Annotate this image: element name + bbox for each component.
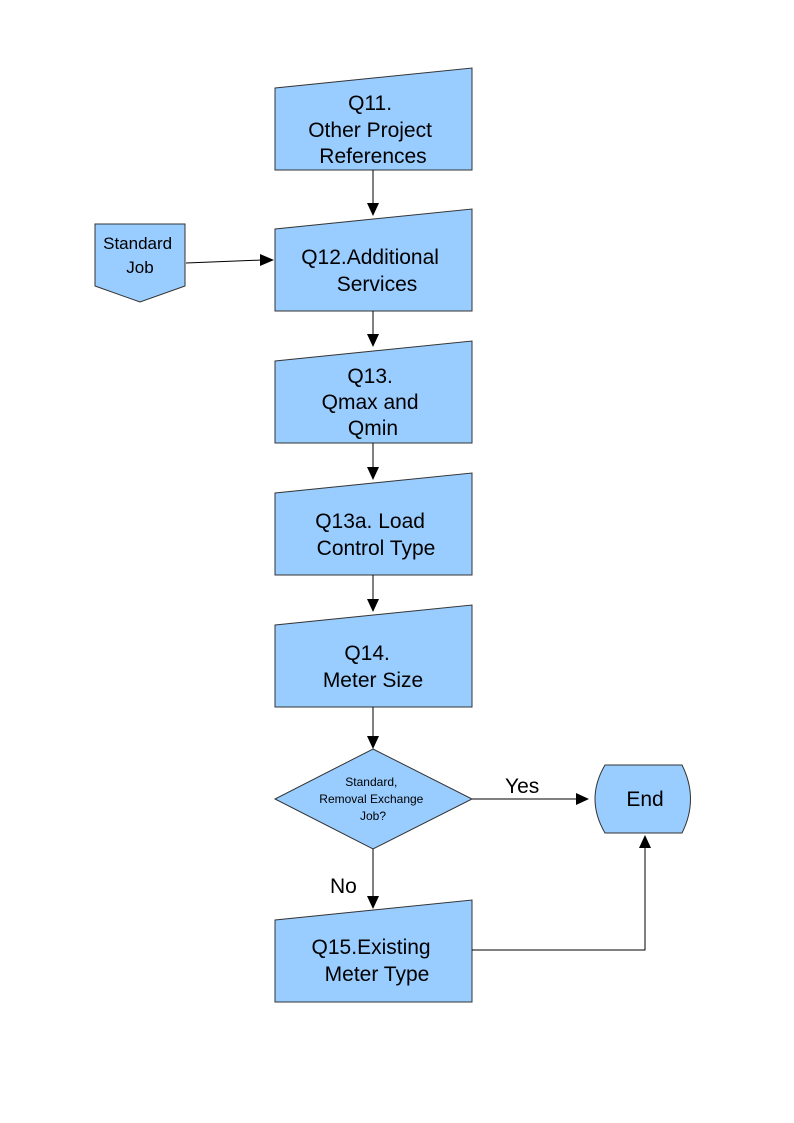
- q13a-label: Q13a. Load Control Type: [315, 510, 435, 560]
- edge-q15-end: [472, 846, 646, 951]
- arrowhead-decision: [367, 736, 379, 749]
- q13a-line-1: Q13a. Load: [315, 510, 425, 533]
- q12-line-2: Services: [337, 273, 418, 296]
- end-label: End: [626, 788, 663, 811]
- q11-line-2: Other Project: [308, 119, 432, 142]
- connectors: [185, 170, 651, 951]
- q14-shape: [274, 604, 473, 708]
- q15-line-2: Meter Type: [325, 963, 430, 986]
- node-q14: Q14. Meter Size: [274, 604, 473, 708]
- node-q13: Q13. Qmax and Qmin: [274, 340, 473, 444]
- edge-standard-job-q12: [185, 259, 263, 264]
- arrowhead-q12-left: [260, 254, 274, 266]
- q15-shape: [274, 899, 473, 1003]
- node-q13a: Q13a. Load Control Type: [274, 472, 473, 576]
- arrowhead-end-yes: [576, 793, 589, 805]
- q13-label: Q13. Qmax and Qmin: [322, 365, 425, 440]
- arrowhead-q12: [367, 203, 379, 216]
- q13a-line-2: Control Type: [317, 537, 436, 560]
- arrowhead-q14: [367, 599, 379, 612]
- standard-job-shape: [94, 223, 186, 303]
- node-q11: Q11. Other Project References: [274, 67, 473, 171]
- q14-label: Q14. Meter Size: [323, 642, 423, 692]
- q11-label: Q11. Other Project References: [308, 92, 438, 168]
- edge-label-yes: Yes: [505, 775, 539, 798]
- end-shape: [594, 764, 691, 834]
- decision-line-2: Removal Exchange: [319, 792, 423, 806]
- q13-line-3: Qmin: [348, 417, 398, 440]
- q12-shape: [274, 208, 473, 312]
- node-standard-job: Standard Job: [94, 223, 186, 303]
- q12-line-1: Q12.Additional: [301, 246, 439, 269]
- standard-job-line-1: Standard: [103, 234, 172, 253]
- edge-label-no: No: [330, 875, 357, 898]
- node-q12: Q12.Additional Services: [274, 208, 473, 312]
- arrowhead-end-up: [639, 835, 651, 848]
- decision-line-1: Standard,: [345, 775, 397, 789]
- q11-line-3: References: [319, 145, 426, 168]
- q11-shape: [274, 67, 473, 171]
- decision-label: Standard, Removal Exchange Job?: [319, 775, 426, 823]
- q13a-shape: [274, 472, 473, 576]
- q15-line-1: Q15.Existing: [312, 936, 431, 959]
- node-end: End: [594, 764, 691, 834]
- decision-line-3: Job?: [360, 809, 386, 823]
- node-q15: Q15.Existing Meter Type: [274, 899, 473, 1003]
- q13-line-1: Q13.: [347, 365, 393, 388]
- q12-label: Q12.Additional Services: [301, 246, 445, 296]
- arrowhead-q13a: [367, 467, 379, 480]
- node-decision: Standard, Removal Exchange Job?: [273, 748, 474, 850]
- standard-job-line-2: Job: [126, 258, 153, 277]
- arrowhead-q13: [367, 334, 379, 347]
- q13-shape: [274, 340, 473, 444]
- q14-line-1: Q14.: [344, 642, 390, 665]
- q15-label: Q15.Existing Meter Type: [312, 936, 437, 986]
- q14-line-2: Meter Size: [323, 669, 423, 692]
- arrowhead-q15: [367, 896, 379, 909]
- standard-job-label: Standard Job: [103, 234, 177, 277]
- q13-line-2: Qmax and: [322, 391, 419, 414]
- q11-line-1: Q11.: [348, 92, 392, 115]
